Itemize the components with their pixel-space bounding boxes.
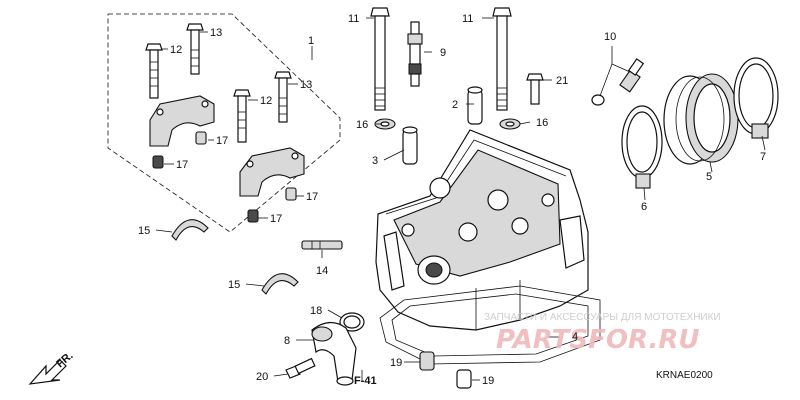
band-7 xyxy=(733,57,779,139)
band-6 xyxy=(621,105,663,189)
callout-18: 18 xyxy=(310,305,322,317)
o-ring-18 xyxy=(339,312,365,332)
camshaft-holder-bolt-12-left xyxy=(145,43,163,99)
cylinder-head xyxy=(375,129,589,331)
callout-17-d: 17 xyxy=(270,213,282,225)
semicircle-plug-15-lower xyxy=(261,273,299,295)
watermark-line: ЗАПЧАСТИ И АКСЕССУАРЫ ДЛЯ МОТОТЕХНИКИ xyxy=(484,312,721,323)
callout-19-upper: 19 xyxy=(390,357,402,369)
stud-bolt-14 xyxy=(301,240,343,250)
callout-2: 2 xyxy=(452,99,458,111)
front-direction-arrow: FR. xyxy=(28,350,76,385)
callout-14: 14 xyxy=(316,265,328,277)
watermark-logo: PARTSFOR.RU xyxy=(496,325,699,355)
callout-7: 7 xyxy=(760,151,766,163)
dowel-pin-19-lower xyxy=(456,369,472,389)
head-bolt-11-right xyxy=(492,7,512,111)
callout-15-lower: 15 xyxy=(228,279,240,291)
spark-plug-9 xyxy=(407,21,423,87)
camshaft-holder-bolt-13-left xyxy=(186,23,204,75)
callout-21: 21 xyxy=(556,75,568,87)
callout-4: 4 xyxy=(572,331,578,343)
leader-lines xyxy=(155,17,766,382)
dowel-pin-17-d xyxy=(247,209,259,223)
callout-9: 9 xyxy=(440,47,446,59)
pipe-3 xyxy=(402,126,418,165)
semicircle-plug-15-upper xyxy=(171,219,209,241)
callout-12-left: 12 xyxy=(170,44,182,56)
camshaft-holder-assembly-outline xyxy=(107,13,341,233)
bolt-21 xyxy=(526,73,544,105)
callout-13-right: 13 xyxy=(300,79,312,91)
pipe-2 xyxy=(467,86,483,125)
callout-17-c: 17 xyxy=(306,191,318,203)
diagram-code: KRNAE0200 xyxy=(656,370,713,381)
camshaft-holder-bolt-13-right xyxy=(274,71,292,123)
camshaft-holder-bolt-12-right xyxy=(233,89,251,143)
callout-16-right: 16 xyxy=(536,117,548,129)
dowel-pin-19-upper xyxy=(419,351,435,371)
dowel-pin-17-a xyxy=(195,131,207,145)
gasket-4 xyxy=(379,285,601,365)
dowel-pin-17-b xyxy=(152,155,164,169)
callout-5: 5 xyxy=(706,171,712,183)
callout-13-left: 13 xyxy=(210,27,222,39)
camshaft-holder-right xyxy=(239,147,305,197)
callout-11-right: 11 xyxy=(462,13,473,25)
callout-numbers: 1 2 3 4 5 6 7 8 9 10 11 11 12 12 13 13 1… xyxy=(138,13,766,387)
callout-3: 3 xyxy=(372,155,378,167)
camshaft-holder-left xyxy=(149,95,215,147)
washer-16-right xyxy=(499,118,521,130)
callout-16-left: 16 xyxy=(356,119,368,131)
water-joint-8 xyxy=(311,321,357,386)
head-bolt-11-left xyxy=(370,7,390,111)
washer-16-left xyxy=(374,118,396,130)
bolt-20 xyxy=(285,357,316,379)
callout-12-right: 12 xyxy=(260,95,272,107)
callout-8: 8 xyxy=(284,335,290,347)
insulator-5 xyxy=(663,73,739,165)
dowel-pin-17-c xyxy=(285,187,297,201)
watermark: ЗАПЧАСТИ И АКСЕССУАРЫ ДЛЯ МОТОТЕХНИКИ PA… xyxy=(484,312,721,355)
callout-1: 1 xyxy=(308,35,314,47)
callout-17-a: 17 xyxy=(216,135,228,147)
reference-f41: F-41 xyxy=(354,375,377,387)
temperature-sensor-10 xyxy=(591,58,645,106)
callout-6: 6 xyxy=(641,201,647,213)
callout-20: 20 xyxy=(256,371,268,383)
callout-11-left: 11 xyxy=(348,13,359,25)
callout-15-upper: 15 xyxy=(138,225,150,237)
callout-17-b: 17 xyxy=(176,159,188,171)
callout-19-lower: 19 xyxy=(482,375,494,387)
callout-10: 10 xyxy=(604,31,616,43)
